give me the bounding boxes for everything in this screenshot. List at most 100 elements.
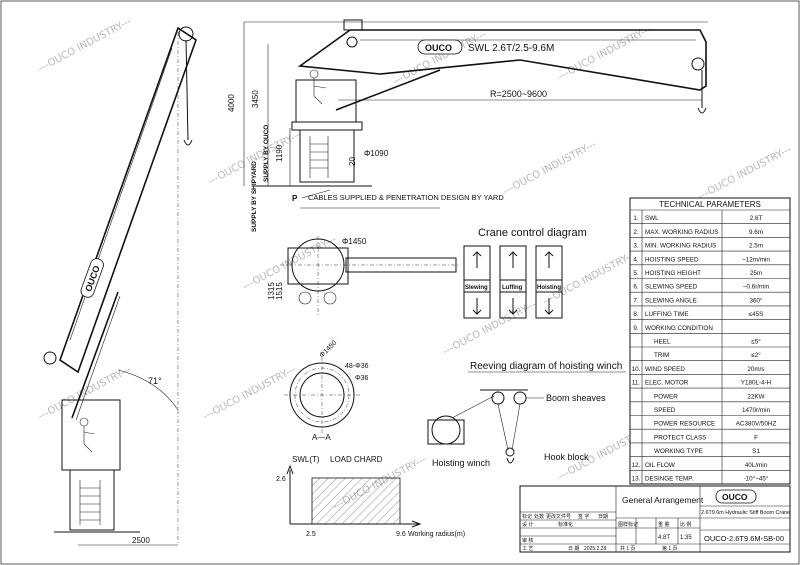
tb-weight: 4.8T <box>658 535 670 541</box>
tech-row-no: 10. <box>632 366 641 373</box>
tech-row-name: SWL <box>645 215 659 222</box>
load-chart-x-tick-2: 9.6 <box>396 531 406 538</box>
tb-date-value: 2025.2.28 <box>584 546 606 552</box>
dim-plan-dia: Φ1450 <box>342 237 367 246</box>
tech-row-value: 360° <box>749 296 763 304</box>
section-label: A—A <box>312 433 331 442</box>
tech-row-no: 3. <box>633 243 639 250</box>
tech-table-frame <box>629 197 791 485</box>
tech-row-name: WORKING TYPE <box>654 448 703 455</box>
tech-row-value: Y180L-4-H <box>741 380 772 387</box>
tb-date-label: 日 期 <box>568 546 579 552</box>
watermark: ---OUCO INDUSTRY--- <box>391 29 489 88</box>
dim-1190: 1190 <box>275 144 284 162</box>
tech-row-value: ~0.6r/min <box>743 284 770 291</box>
brand-text: OUCO <box>425 43 452 53</box>
angle-label: 71° <box>148 376 162 386</box>
tb-approve-label: 审 核 <box>522 537 533 544</box>
supply-by-shipyard: SUPPLY BY SHIPYARD <box>251 161 258 232</box>
luffing-cylinder <box>335 69 441 111</box>
tech-row-value: ≤5° <box>751 338 761 346</box>
tech-row-name: SPEED <box>654 407 676 414</box>
tech-row-value: 22KW <box>747 393 764 400</box>
arrow-down-icon <box>508 298 518 315</box>
load-chart-y-tick: 2.6 <box>276 476 286 483</box>
reeving-title: Reeving diagram of hoisting winch <box>470 361 622 372</box>
tech-row-name: HOISTING SPEED <box>645 256 699 263</box>
tech-row-value: ≤45S <box>749 311 764 318</box>
watermark: ---OUCO INDUSTRY--- <box>201 364 299 423</box>
tb-scale: 1:35 <box>680 535 692 541</box>
label-hoisting-winch: Hoisting winch <box>432 458 490 468</box>
watermark: ---OUCO INDUSTRY--- <box>36 16 134 75</box>
dim-plan-1315: 1315 <box>267 282 276 300</box>
tech-row-value: 2.6T <box>750 215 763 222</box>
winch-frame <box>427 419 465 445</box>
hook-icon <box>183 139 193 146</box>
boom-outline <box>59 26 197 374</box>
slewing-house <box>295 79 357 123</box>
slewing-ring <box>291 121 363 131</box>
arrow-up-icon <box>544 251 554 268</box>
tech-row-no: 13. <box>632 476 641 483</box>
tech-row-no: 8. <box>633 311 639 318</box>
rope <box>451 395 495 419</box>
tech-row-name: MAX. WORKING RADIUS <box>645 229 718 236</box>
tb-process-label: 工 艺 <box>522 546 533 552</box>
dim-bolt-holes: 48-Φ36 <box>345 363 369 370</box>
dim-2500: 2500 <box>132 536 150 545</box>
axis-arrow-icon <box>286 464 294 475</box>
tb-general-arrangement: General Arrangement <box>622 495 704 505</box>
luffing-cylinder-rod <box>75 295 121 421</box>
arrow-down-icon <box>472 298 482 315</box>
dim-20: 20 <box>348 157 357 166</box>
tb-stage-header: 图样标记 <box>618 521 638 528</box>
slewing-house <box>61 399 121 471</box>
dim-hole-dia: Φ36 <box>355 375 368 382</box>
tb-brand-text: OUCO <box>722 492 748 502</box>
lever-panel-hoisting <box>535 245 563 319</box>
tech-row-value: F <box>754 434 758 441</box>
rope <box>497 403 509 451</box>
operator-body <box>313 78 327 105</box>
cables-note: CABLES SUPPLIED & PENETRATION DESIGN BY … <box>308 193 504 202</box>
watermark: ---OUCO INDUSTRY--- <box>36 364 134 423</box>
boom-hinge <box>346 36 358 48</box>
luffing-cylinder <box>71 291 119 419</box>
tb-sheets-total: 共 1 页 <box>620 545 636 552</box>
tech-row-value: S1 <box>752 448 760 455</box>
tb-rev-header: 更改文件号 <box>546 513 571 520</box>
dim-radius: R=2500~9600 <box>490 89 547 99</box>
ladder <box>309 136 329 178</box>
boom-horizontal <box>297 29 707 91</box>
tb-design-label: 设 计 <box>522 521 533 528</box>
dim-3450: 3450 <box>251 90 260 108</box>
label-boom-sheaves: Boom sheaves <box>546 393 606 403</box>
tb-drawing-no: OUCO-2.6T9.6M-SB-00 <box>704 534 784 543</box>
operator-body <box>83 426 95 453</box>
tech-row-value: 1470r/min <box>742 407 770 414</box>
plan-view: Φ1450 1515 1315 <box>267 236 460 316</box>
control-label-luffing: Luffing <box>502 285 523 291</box>
ladder-steps <box>80 487 100 521</box>
load-chart-title: LOAD CHARD <box>330 455 383 464</box>
sheave <box>491 391 505 405</box>
tech-row-name: SLEWING SPEED <box>645 284 698 291</box>
control-diagram-title: Crane control diagram <box>478 227 587 239</box>
watermark: ---OUCO INDUSTRY--- <box>541 249 639 308</box>
control-label-hoisting: Hoisting <box>537 285 561 291</box>
boom-pivot <box>43 351 57 365</box>
dim-4000: 4000 <box>227 94 236 112</box>
tech-row-name: PROTECT CLASS <box>654 434 706 441</box>
tech-row-name: SLEWING ANGLE <box>645 297 697 304</box>
tech-row-name: LUFFING TIME <box>645 311 689 318</box>
dim-pedestal-dia: Φ1090 <box>364 149 389 158</box>
tech-row-value: 2.5m <box>749 243 763 250</box>
brand-badge <box>80 258 104 298</box>
operator-head <box>309 69 319 79</box>
tech-row-name: WORKING CONDITION <box>645 325 713 332</box>
hook-icon <box>697 107 707 114</box>
tech-row-no: 1. <box>633 215 639 222</box>
